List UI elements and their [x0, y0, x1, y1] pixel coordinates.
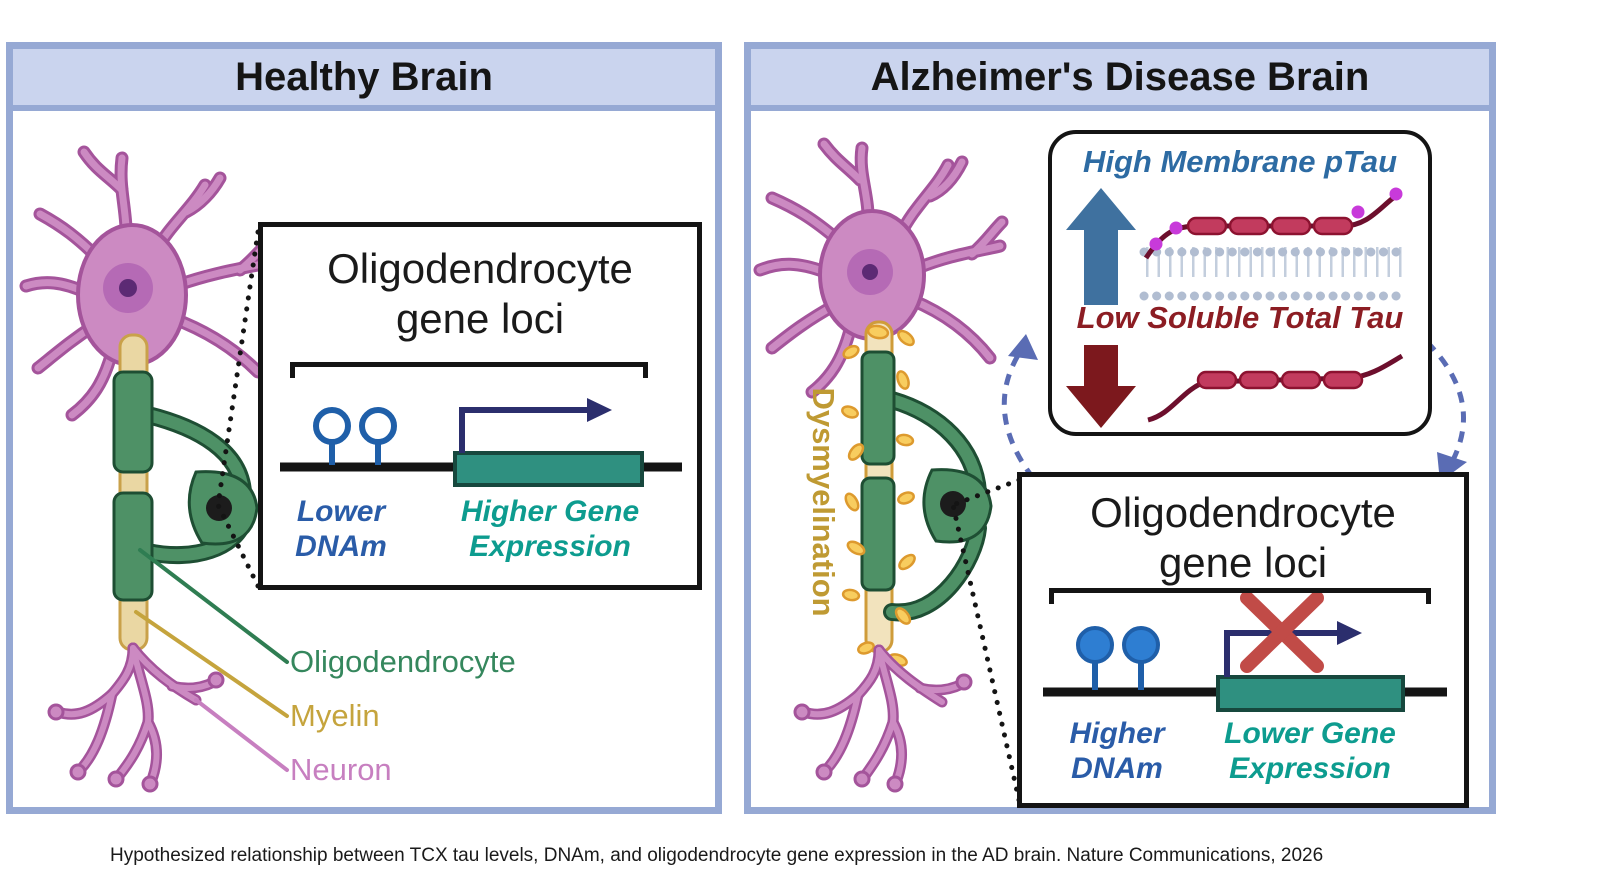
legend-myelin: Myelin — [290, 698, 380, 733]
dysmyelination-label: Dysmyelination — [806, 387, 841, 617]
gene-loci-bracket — [290, 362, 648, 378]
title-line1: Oligodendrocyte — [327, 245, 633, 292]
healthy-gene-box-title: Oligodendrocyte gene loci — [258, 244, 702, 343]
healthy-gene-loci-box — [258, 222, 702, 590]
legend-oligodendrocyte: Oligodendrocyte — [290, 644, 516, 679]
title-line2: gene loci — [395, 294, 565, 342]
title-line2: gene loci — [1158, 538, 1328, 586]
low-soluble-tau-label: Low Soluble Total Tau — [1076, 300, 1404, 335]
healthy-panel-title: Healthy Brain — [13, 49, 715, 111]
lower-dnam-label: Lower DNAm — [295, 495, 387, 564]
title-line1: Oligodendrocyte — [1090, 489, 1396, 536]
alzheimers-panel-title: Alzheimer's Disease Brain — [751, 49, 1489, 111]
higher-expression-label: Higher Gene Expression — [460, 495, 640, 564]
gene-loci-bracket — [1049, 588, 1431, 604]
high-membrane-ptau-label: High Membrane pTau — [1082, 144, 1398, 179]
legend-neuron: Neuron — [290, 752, 392, 787]
higher-dnam-label: Higher DNAm — [1069, 717, 1165, 786]
ad-gene-box-title: Oligodendrocyte gene loci — [1017, 488, 1469, 587]
lower-expression-label: Lower Gene Expression — [1224, 717, 1396, 786]
figure-caption: Hypothesized relationship between TCX ta… — [110, 845, 1324, 866]
